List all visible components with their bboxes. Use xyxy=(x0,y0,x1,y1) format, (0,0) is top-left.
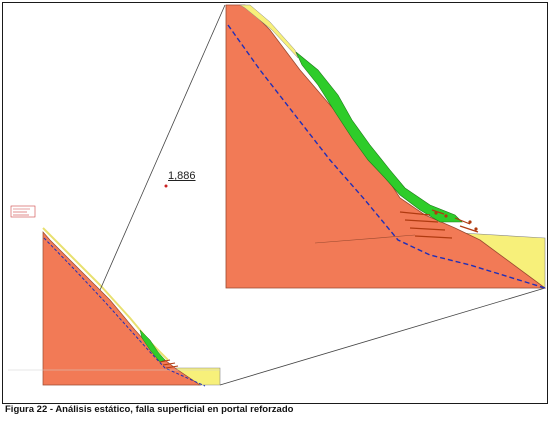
factor-of-safety-label: 1,886 xyxy=(168,170,196,182)
detail-model xyxy=(225,4,547,289)
zoom-connectors xyxy=(99,4,546,386)
detail-anchors xyxy=(399,209,479,239)
overview-model xyxy=(8,205,221,387)
fos-center-marker xyxy=(164,184,168,188)
detail-face-strip xyxy=(239,4,299,59)
figure-caption: Figura 22 - Análisis estático, falla sup… xyxy=(5,404,294,415)
detail-reinforced-zone xyxy=(295,51,463,223)
overview-legend-box xyxy=(10,205,36,218)
overview-failure-surface xyxy=(43,237,206,387)
detail-reference-line xyxy=(314,234,416,244)
detail-anchor-heads xyxy=(434,211,478,231)
overview-anchors xyxy=(159,359,179,369)
detail-failure-surface xyxy=(227,24,546,289)
